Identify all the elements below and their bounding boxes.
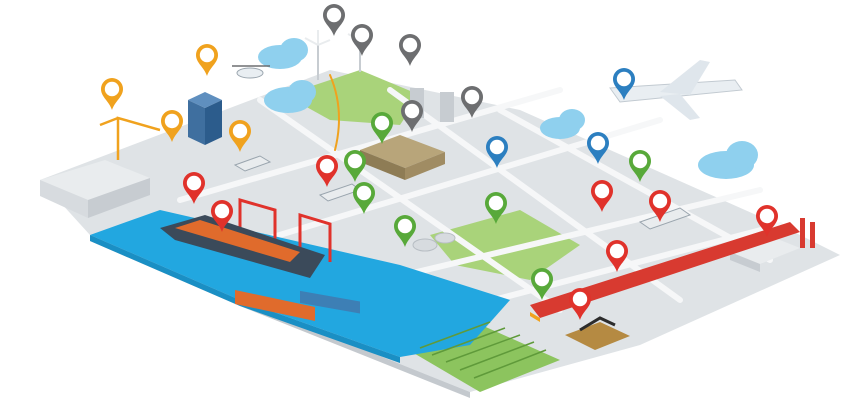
harbor-sea [90,210,510,363]
wind-turbine-icon [304,30,331,80]
airplane-icon [609,60,743,120]
oil-pump-icon [565,316,630,350]
truck-icon [233,155,272,172]
sea-edge [90,235,400,363]
cloud-icon [698,141,758,179]
freight-train-icon [530,222,800,322]
crane-icon [99,116,161,160]
crane-icon [238,198,332,262]
factory-icon [730,218,815,272]
cloud-icon [264,80,316,113]
port-terminal [235,198,360,321]
container-stacks [235,289,360,321]
farm-rows [419,321,547,379]
sea-water [90,210,510,357]
cargo-ship-icon [160,215,325,278]
buildings [40,88,815,272]
office-tower [188,92,222,145]
clouds [258,38,758,179]
cloud-icon [258,38,308,69]
road-network [177,74,783,338]
warehouse [360,135,445,180]
helicopter-icon [232,65,270,79]
park-north [285,70,420,125]
construction-site [40,160,150,218]
cloud-icon [540,109,585,139]
vehicles [160,60,800,322]
truck-icon [638,207,692,230]
storage-tanks [412,232,456,252]
